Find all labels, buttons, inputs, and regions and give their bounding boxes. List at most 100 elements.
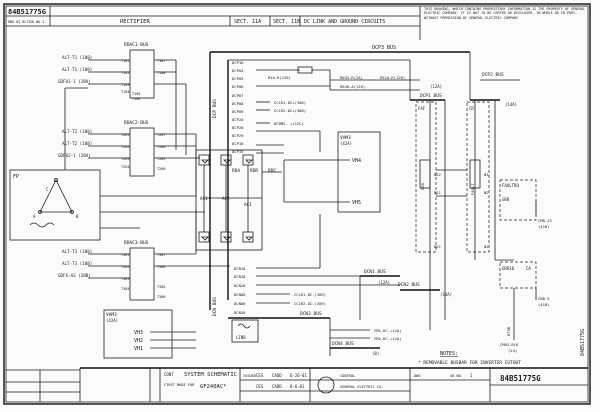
alt-t3-b: ALT-T3 (108) [62,261,92,266]
dcn1-14a: (14A) [440,292,452,297]
alt-t1-a: ALT-T1 (108) [62,55,92,60]
rdac2-label: RDAC2-BUS [124,120,149,126]
t105: T105 [132,92,140,96]
dcp05: DCP05 [232,76,243,81]
t204: T204 [121,165,129,169]
rectifier-group-1: RDAC1-BUS ALT-T1 (108) ALT-T1 (108) GDFU… [58,42,187,155]
dcn20: DCN20 [234,283,246,288]
dcn18: DCN18 [234,274,246,279]
dcn2-bus-label: DCN2 BUS [398,282,420,288]
vh4-label: VH4 [352,158,361,164]
t203: T203 [121,157,129,161]
cm03-sub: (24) [508,348,517,353]
rev-who-2: CADD [272,384,282,389]
alt-t2-b: ALT-T2 (108) [62,141,92,146]
dcn-bus-vertical-label: DCN BUS [212,297,218,316]
k-n2: N2 [484,190,489,195]
ge-logo [317,376,335,394]
t307: T307 [157,253,165,257]
department-label: CONTROL [340,374,355,378]
top-sub-right: SH.NO.1 [30,20,44,24]
t308: T308 [157,265,165,269]
fp-phase-c: C [46,187,49,192]
vam3-bottom: VAM3 (42A) VH3 VH2 VH1 [103,309,196,359]
vam3-top-sub: (42A) [340,141,352,146]
t201: T201 [121,133,129,137]
dcp08: DCP08 [232,101,244,106]
dcn36: DCN36 [234,310,246,315]
bottom-title-block: CONT SYSTEM SCHEMATIC FIRST MADE FOR GF2… [79,367,588,402]
vam3-top: VAM3 (42A) VH4 VH5 [283,131,381,213]
dcp-signal-rows: DCP04 DCP05 DCP06 DCP07 DCP08 DCP09 DCP2… [232,60,420,154]
rectifier-group-2: RDAC2-BUS ALT-T2 (108) ALT-T2 (108) GDFU… [58,120,200,195]
t104: T104 [121,90,129,94]
dcp3-bus-label: DCP3 BUS [372,45,396,51]
linr-block: LINR [231,319,259,343]
vh2-label: VH2 [134,338,143,344]
dcp07: DCP07 [232,93,243,98]
drawing-number-top: 84B51775G [8,8,46,16]
fp-phase-a: A [33,214,36,219]
dcp1-bus-label: DCP1 BUS [420,93,442,99]
faultrq-label: FAULTRQ [502,183,519,188]
cm23-sub: (41B) [538,224,549,229]
dcp1-12a: (12A) [430,84,442,89]
rt4r-label: RT4R [506,326,511,336]
section-11b: SECT. 11B [273,19,300,25]
top-strip: 84B51775G DWG 84 BL72 SH.NO.1 RECTIFIER … [6,6,421,40]
notes-block: NOTES: * REMOVABLE BUSBAR FOR INVERTER C… [418,351,521,366]
dcp2-bus-label: DCP2 BUS [482,72,504,78]
dcn1-12a: (12A) [378,280,390,285]
ca-label: CA [526,266,531,271]
cm1-label: CM1-DC-(12A) [374,328,401,333]
rda-label: RDA [232,168,240,174]
cm8-sub: (41B) [538,302,549,307]
r2a-label: R2A-R(120) [268,75,291,80]
ground-relay-boxes: FAULTRQ GRR CM8-23 (41B) GRR10 CA CM8-9 … [495,179,552,353]
sh-label: SH.NO. [450,374,463,378]
sheet-inner-border [5,5,589,403]
rectifier-bridge: RDA RDR RDC AC1 AC2 AC3 [195,149,282,251]
section-11a: SECT. 11A [234,19,261,25]
vam3-bot-name: VAM3 [106,312,117,318]
dcp3-bus: DCP3 BUS [209,45,471,310]
alt-t2-a: ALT-T2 (108) [62,129,92,134]
sheet-number: 1 [470,373,473,378]
dcn10: DCN10 [234,266,246,271]
ds-8: (8) [372,351,379,356]
fp-label: FP [13,174,19,180]
t305: T305 [157,285,165,289]
t306: T306 [157,295,165,299]
title-line-1: SYSTEM SCHEMATIC [184,372,237,378]
k-n2b: N2 [484,244,489,249]
dwg-label: DWG [414,374,421,378]
dcn-buses: DCN3 BUS DCN1 BUS (12A) DCN2 BUS (14A) D… [228,269,452,356]
cm23-label: CM8-23 [538,218,552,223]
dcp16: DCP16 [232,141,244,146]
company-label: GENERAL ELECTRIC CO. [340,385,383,389]
gdfu1-label: GDFU1-1 (28A) [58,79,91,84]
gdfs-a3-label: GDFS-A3 (28B) [58,273,91,278]
t103: T103 [121,83,129,87]
cclr1-pos: CCLR1-DC+(308) [274,100,306,105]
rdac3-label: RDAC3-BUS [124,240,149,246]
notice-frame: THIS DRAWING, WHICH CONTAINS PROPRIETARY… [424,7,585,20]
rev-date-2: 8-6-01 [290,384,305,389]
faf-label: FAF [418,106,426,111]
cclr2-pos: CCLR2-DC+(308) [274,108,306,113]
t206: T206 [157,167,165,171]
left-margin [6,369,80,402]
vam3-bot-sub: (42A) [106,318,118,323]
k-n21: N21 [434,190,442,195]
r033-label: R033-R(2A) [340,75,363,80]
dcp10: DCP10 [232,60,244,65]
cclr2-neg: CCLR2-DC-(309) [294,301,326,306]
t205: T205 [157,157,165,161]
notes-title: NOTES: [440,351,458,357]
t207: T207 [157,133,165,137]
dcp20: DCP20 [232,117,244,122]
alt-t3-a: ALT-T3 (108) [62,249,92,254]
vh1-label: VH1 [134,346,143,352]
